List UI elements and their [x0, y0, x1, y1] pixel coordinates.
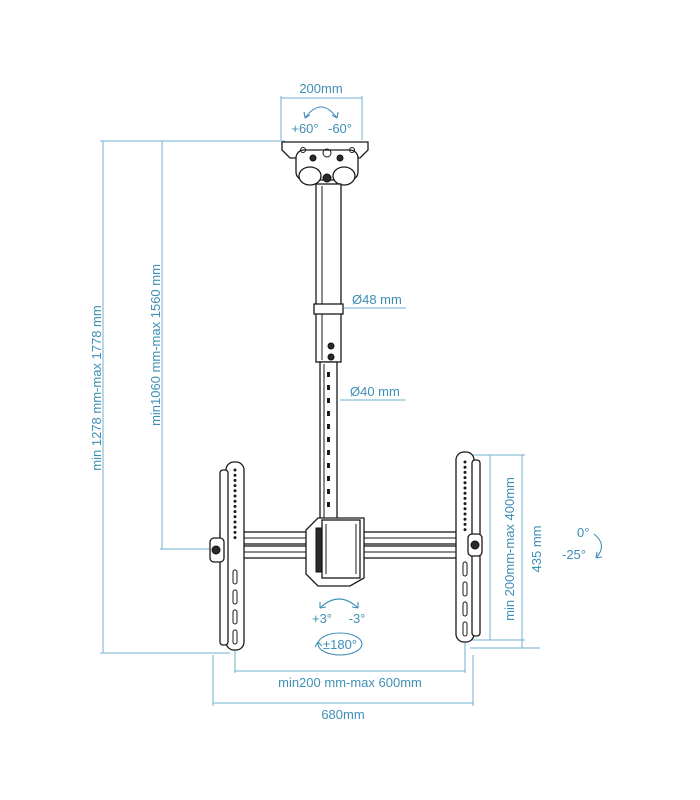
pole-adjustment-holes: [327, 372, 330, 507]
pole-hole: [327, 489, 330, 494]
arm-hole: [463, 502, 467, 506]
tilt-bottom-label: -25°: [562, 547, 586, 562]
level-right-label: -3°: [349, 611, 366, 626]
arm-hole: [463, 486, 467, 490]
arm-hole: [233, 510, 237, 514]
pole-height-label: min1060 mm-max 1560 mm: [148, 264, 163, 426]
bracket-height-label: 435 mm: [529, 526, 544, 573]
arm-hole: [233, 494, 237, 498]
arm-hole: [233, 489, 237, 493]
right-vesa-arm: [455, 451, 483, 643]
arm-hole: [463, 481, 467, 485]
arm-hole: [463, 512, 467, 516]
level-left-label: +3°: [312, 611, 332, 626]
total-height-label: min 1278 mm-max 1778 mm: [89, 305, 104, 470]
lower-tube-diameter-label: Ø40 mm: [350, 384, 400, 399]
arm-hole: [233, 530, 237, 534]
arm-hole: [233, 473, 237, 477]
arm-hole: [233, 515, 237, 519]
arm-slot: [462, 601, 468, 617]
arm-hole: [463, 496, 467, 500]
arm-hole: [233, 484, 237, 488]
pole-hole: [327, 372, 330, 377]
arm-hole: [463, 507, 467, 511]
upper-tube-diameter-label: Ø48 mm: [352, 292, 402, 307]
arm-slot: [232, 589, 238, 605]
arm-hole: [463, 517, 467, 521]
pole-hole: [327, 398, 330, 403]
arm-slot: [232, 609, 238, 625]
arm-hole: [233, 536, 237, 540]
arm-hole: [233, 504, 237, 508]
arm-hole: [233, 520, 237, 524]
arm-slot: [232, 569, 238, 585]
dimension-lines: [100, 96, 540, 706]
arm-hole: [233, 525, 237, 529]
tilt-top-label: 0°: [577, 525, 589, 540]
plate-width-label: 200mm: [299, 81, 342, 96]
center-clamp: [305, 517, 365, 587]
vesa-horizontal-label: min200 mm-max 600mm: [278, 675, 422, 690]
pole-hole: [327, 450, 330, 455]
arm-hole: [463, 460, 467, 464]
left-vesa-arm: [209, 461, 245, 651]
pole-hole: [327, 502, 330, 507]
arm-slot: [462, 561, 468, 577]
telescopic-pole: [313, 183, 344, 521]
arm-hole: [463, 522, 467, 526]
vesa-vertical-label: min 200mm-max 400mm: [502, 477, 517, 621]
pole-hole: [327, 476, 330, 481]
pole-hole: [327, 411, 330, 416]
ceiling-plate: [281, 141, 369, 186]
swivel-left-label: +60°: [291, 121, 318, 136]
arm-hole: [463, 470, 467, 474]
pole-hole: [327, 424, 330, 429]
arm-hole: [463, 465, 467, 469]
arm-hole: [233, 478, 237, 482]
swivel-right-label: -60°: [328, 121, 352, 136]
arm-hole: [463, 528, 467, 532]
arm-slot: [462, 621, 468, 637]
arm-slot: [462, 581, 468, 597]
pole-hole: [327, 463, 330, 468]
rotation-arrows: [303, 106, 603, 656]
pole-hole: [327, 385, 330, 390]
arm-hole: [463, 491, 467, 495]
arm-hole: [233, 468, 237, 472]
pole-hole: [327, 437, 330, 442]
arm-slot: [232, 629, 238, 645]
total-width-label: 680mm: [321, 707, 364, 722]
arm-hole: [463, 476, 467, 480]
rotation-label: ±180°: [323, 637, 357, 652]
arm-hole: [233, 499, 237, 503]
dimension-labels: 200mm +60° -60° Ø48 mm Ø40 mm min 1278 m…: [89, 81, 589, 722]
